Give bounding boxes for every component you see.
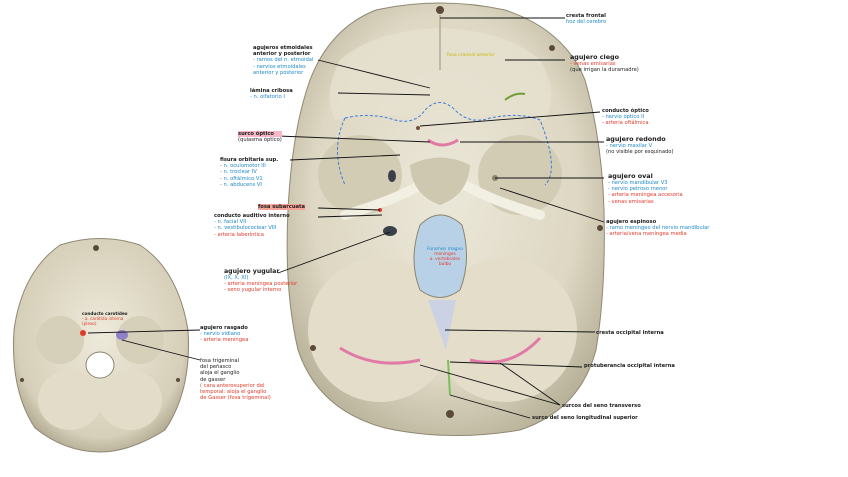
label-fosa-craneal-anterior: fosa craneal anterior: [447, 53, 495, 58]
k1: (no visible por esquinado): [606, 149, 674, 156]
title: fisura orbitaria sup.: [220, 157, 279, 163]
title: surco del seno longitudinal superior: [532, 415, 638, 421]
label-agujero-redondo: agujero redondo - nervio maxilar V (no v…: [606, 135, 674, 156]
r1: - arteria laberíntica: [214, 231, 264, 238]
title: fosa subarcuata: [258, 204, 306, 211]
k1: (quiasma óptico): [238, 137, 282, 144]
large-skull-base: [286, 2, 605, 436]
label-fosa-trigeminal: fosa trigeminal del peñasco aloja el gan…: [200, 358, 271, 401]
b2: - n. vestibulococlear VIII: [214, 225, 277, 232]
r3: de Gasser (fosa trigeminal): [200, 395, 271, 402]
title2: anterior y posterior: [253, 51, 311, 58]
label-fisura-orbitaria: fisura orbitaria sup. - n. oculomotor II…: [220, 157, 278, 188]
title: agujero redondo: [606, 135, 666, 143]
title: lámina cribosa: [250, 88, 293, 94]
title: conducto carotídeo: [82, 311, 128, 316]
small-skull-base: [13, 238, 189, 453]
label-surco-transverso: surcos del seno transverso: [562, 403, 641, 409]
b1: - nervio óptico II: [602, 114, 645, 121]
b1: (IX, X, XI): [224, 275, 249, 281]
label-agujero-ciego: agujero ciego - venas emisarias (que irr…: [570, 53, 639, 74]
r1: - arteria meníngea posterior: [224, 281, 298, 288]
title: protuberancia occipital interna: [584, 363, 675, 369]
title: cresta frontal: [566, 13, 606, 19]
k1: fosa trigeminal: [200, 358, 240, 364]
label-agujeros-etmoidales: agujeros etmoidales anterior y posterior…: [253, 45, 313, 76]
title: surco óptico: [238, 131, 282, 138]
r1: - arteria meníngea: [200, 337, 249, 344]
title: agujero rasgado: [200, 325, 248, 331]
b1: - n. facial VII: [214, 219, 247, 226]
title: agujero espinoso: [606, 219, 657, 225]
label-conducto-auditivo: conducto auditivo interno - n. facial VI…: [214, 213, 290, 238]
label-protuberancia: protuberancia occipital interna: [584, 363, 675, 369]
label-foramen-magno: Foramen magno meninges a. vertebrales bu…: [427, 247, 463, 267]
title: conducto auditivo interno: [214, 213, 290, 219]
label-cresta-frontal: cresta frontal hoz del cerebro: [566, 13, 606, 25]
label-agujero-oval: agujero oval - nervio mandibular V3 - ne…: [608, 173, 683, 205]
title: agujero ciego: [570, 53, 620, 61]
label-cresta-occipital: cresta occipital interna: [596, 330, 664, 336]
b1: - nervio mandibular V3: [608, 180, 668, 186]
b1: - n. olfatorio I: [250, 94, 285, 101]
label-surco-optico: surco óptico (quiasma óptico): [238, 131, 282, 143]
label-conducto-optico: conducto óptico - nervio óptico II - art…: [602, 108, 649, 127]
label-surco-longitudinal: surco del seno longitudinal superior: [532, 415, 638, 421]
title1: agujeros etmoidales: [253, 45, 313, 51]
r2: - venas emisarias: [608, 198, 654, 205]
title: agujero oval: [608, 172, 653, 180]
r2: (plexo): [82, 321, 97, 326]
r2: a. vertebrales: [429, 257, 461, 262]
title: agujero yugular: [224, 268, 280, 275]
label-agujero-yugular: agujero yugular (IX, X, XI) - arteria me…: [224, 268, 297, 294]
b3: anterior y posterior: [253, 69, 304, 76]
b3: - n. oftálmico V1: [220, 175, 263, 182]
b1: - nervio vidiano: [200, 331, 241, 338]
leader-lines: [87, 17, 605, 419]
r1: - arteria/vena meníngea media: [606, 231, 687, 238]
label-small-canal: conducto carotídeo - a. carótida interna…: [82, 311, 128, 326]
b1: - ramos del n. etmoidal: [253, 57, 314, 64]
b1: - n. oculomotor III: [220, 163, 266, 170]
label-agujero-rasgado: agujero rasgado - nervio vidiano - arter…: [200, 325, 248, 344]
r3: bulbo: [438, 262, 452, 267]
b1: Foramen magno: [427, 247, 463, 252]
title: surcos del seno transverso: [562, 403, 641, 409]
k3: aloja el ganglio: [200, 370, 240, 377]
k4: de gasser: [200, 376, 226, 383]
r1: - a. carótida interna: [82, 316, 124, 321]
label-fosa-subarcuata: fosa subarcuata: [258, 204, 306, 211]
b1: - ramo meníngeo del nervio mandibular: [606, 225, 710, 232]
title: conducto óptico: [602, 108, 649, 114]
r1: meninges: [434, 252, 456, 257]
r1: - arteria meníngea accesoria: [608, 192, 683, 199]
sub: hoz del cerebro: [566, 19, 607, 26]
r2: - seno yugular interno: [224, 287, 282, 294]
b2: - nervio petroso menor: [608, 186, 668, 193]
label-agujero-espinoso: agujero espinoso - ramo meníngeo del ner…: [606, 219, 709, 238]
k1: (que irrigan la duramadre): [570, 67, 639, 74]
b2: - n. troclear IV: [220, 169, 257, 176]
k2: del peñasco: [200, 364, 232, 371]
r2: temporal: aloja el ganglio: [200, 389, 267, 396]
title: cresta occipital interna: [596, 330, 664, 336]
label-lamina-cribosa: lámina cribosa - n. olfatorio I: [250, 88, 293, 100]
r1: ( cara anterosuperior del: [200, 382, 265, 389]
r1: - venas emisarias: [570, 61, 616, 67]
r1: - arteria oftálmica: [602, 120, 649, 127]
b1: - nervio maxilar V: [606, 143, 653, 149]
b4: - n. abducens VI: [220, 181, 262, 188]
b2: - nervios etmoidales: [253, 63, 306, 70]
